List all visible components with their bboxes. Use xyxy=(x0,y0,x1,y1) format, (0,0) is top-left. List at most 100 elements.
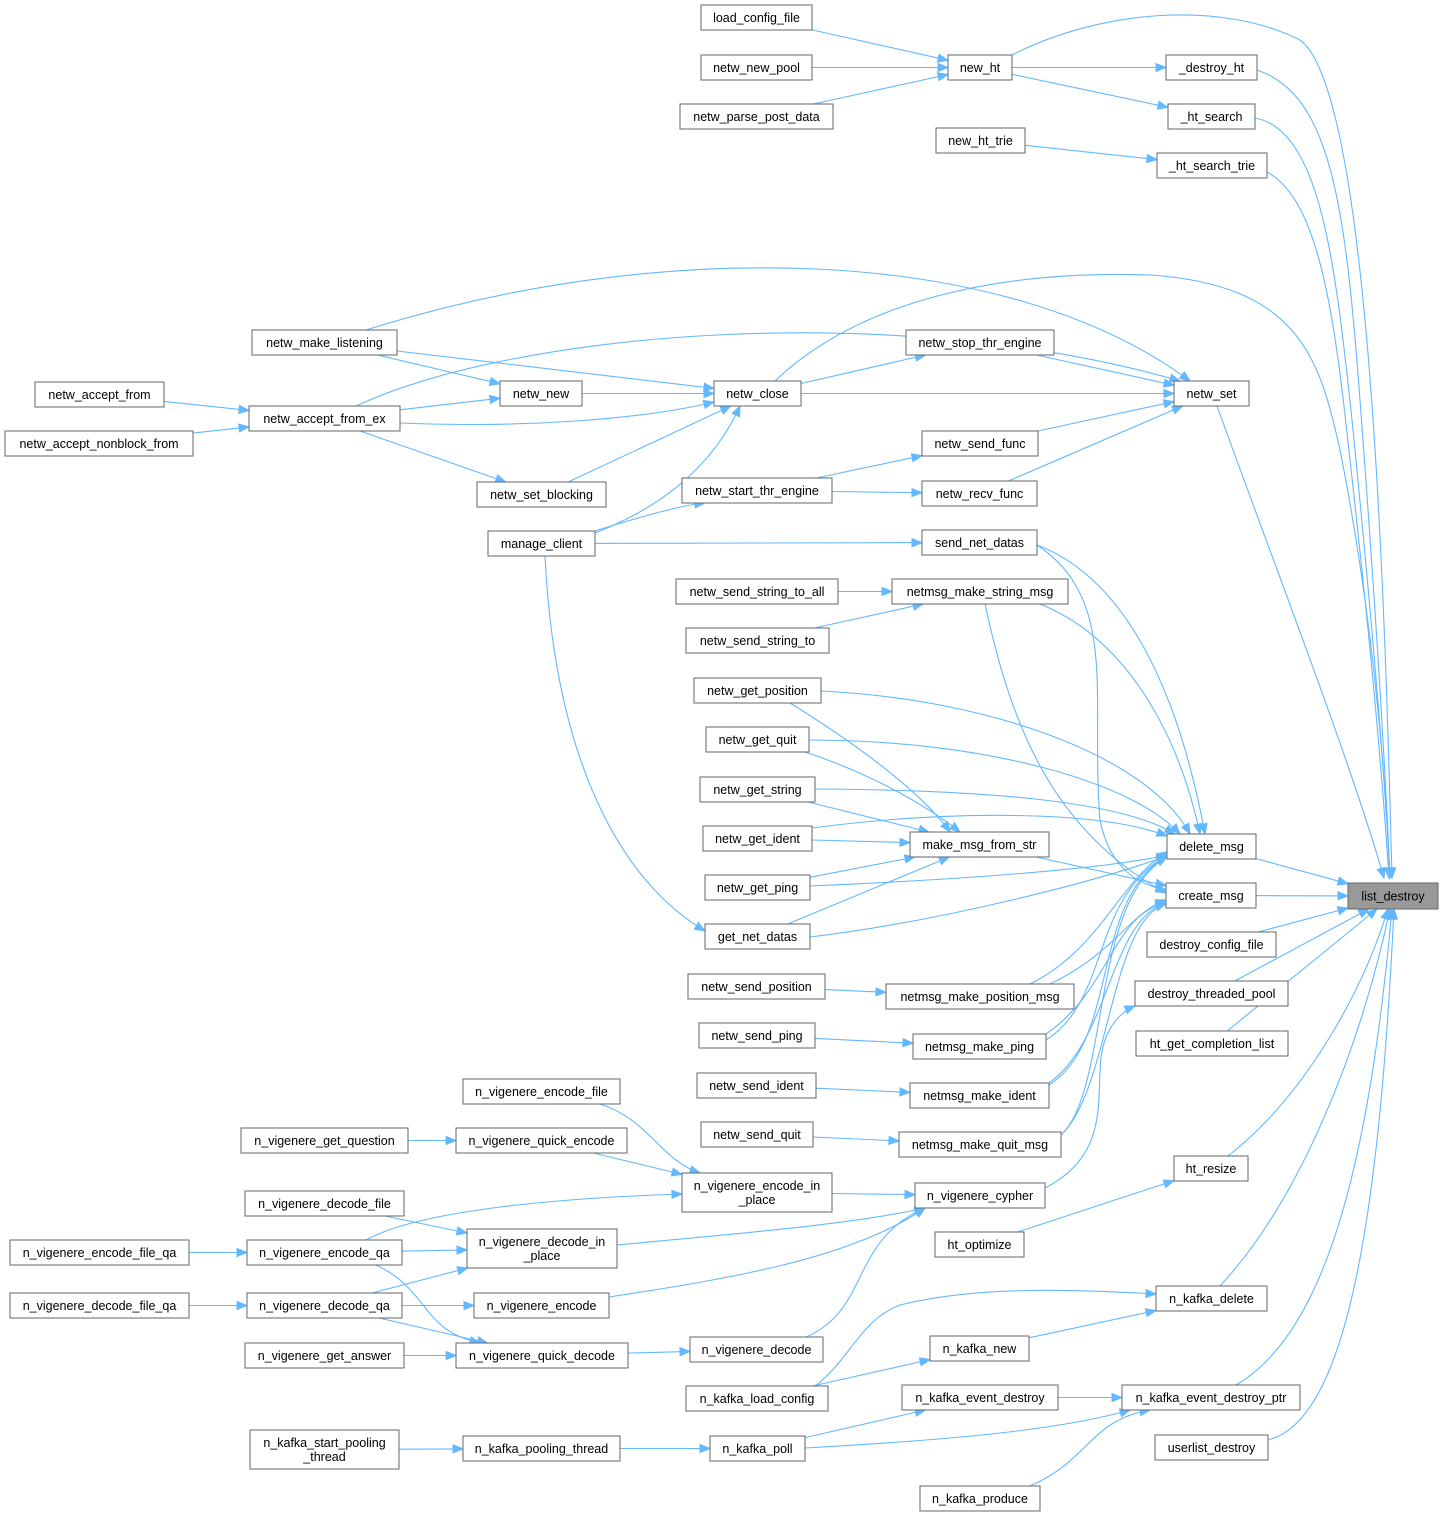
node-box[interactable] xyxy=(693,677,822,704)
node-n-vigenere-get-question[interactable]: n_vigenere_get_question xyxy=(240,1127,409,1154)
node-box[interactable] xyxy=(9,1239,190,1266)
node-netw-new-pool[interactable]: netw_new_pool xyxy=(700,54,813,81)
node-load-config-file[interactable]: load_config_file xyxy=(700,4,813,31)
node-ht-optimize[interactable]: ht_optimize xyxy=(934,1231,1025,1258)
node-get-net-datas[interactable]: get_net_datas xyxy=(704,923,811,950)
node-netw-send-quit[interactable]: netw_send_quit xyxy=(700,1121,814,1148)
node-box[interactable] xyxy=(1154,1434,1269,1461)
node-box[interactable] xyxy=(685,627,830,654)
node-box[interactable] xyxy=(709,1435,806,1462)
node-n-vigenere-decode[interactable]: n_vigenere_decode xyxy=(689,1336,824,1363)
node-box[interactable] xyxy=(681,1172,833,1213)
node-n-kafka-pooling-thread[interactable]: n_kafka_pooling_thread xyxy=(462,1435,621,1462)
node-box[interactable] xyxy=(713,380,802,407)
node-netw-set-blocking[interactable]: netw_set_blocking xyxy=(476,481,607,508)
node-netw-start-thr-engine[interactable]: netw_start_thr_engine xyxy=(681,477,833,504)
node-box[interactable] xyxy=(1167,103,1256,130)
node-send-net-datas[interactable]: send_net_datas xyxy=(921,529,1038,556)
node-box[interactable] xyxy=(699,776,816,803)
node-ht-get-completion-list[interactable]: ht_get_completion_list xyxy=(1135,1030,1289,1057)
node-box[interactable] xyxy=(1347,882,1439,910)
node-box[interactable] xyxy=(246,1292,403,1319)
node-box[interactable] xyxy=(891,578,1069,605)
node-box[interactable] xyxy=(921,529,1038,556)
node-box[interactable] xyxy=(251,329,398,356)
node-n-vigenere-get-answer[interactable]: n_vigenere_get_answer xyxy=(244,1342,405,1369)
node-netw-send-func[interactable]: netw_send_func xyxy=(921,430,1039,457)
node-netw-new[interactable]: netw_new xyxy=(499,380,583,407)
node-manage-client[interactable]: manage_client xyxy=(487,530,596,557)
node--destroy-ht[interactable]: _destroy_ht xyxy=(1165,54,1258,81)
node-box[interactable] xyxy=(244,1190,405,1217)
node-new-ht-trie[interactable]: new_ht_trie xyxy=(935,127,1026,154)
node-netmsg-make-string-msg[interactable]: netmsg_make_string_msg xyxy=(891,578,1069,605)
node-box[interactable] xyxy=(705,726,810,753)
node-box[interactable] xyxy=(487,530,596,557)
node-netw-parse-post-data[interactable]: netw_parse_post_data xyxy=(679,103,834,130)
node-destroy-config-file[interactable]: destroy_config_file xyxy=(1146,931,1277,958)
node-n-vigenere-encode-file-qa[interactable]: n_vigenere_encode_file_qa xyxy=(9,1239,190,1266)
node-box[interactable] xyxy=(898,1131,1062,1158)
node-box[interactable] xyxy=(466,1228,618,1269)
node-destroy-threaded-pool[interactable]: destroy_threaded_pool xyxy=(1134,980,1289,1007)
node-box[interactable] xyxy=(1165,54,1258,81)
node-netw-accept-from[interactable]: netw_accept_from xyxy=(34,381,165,408)
node-box[interactable] xyxy=(700,1121,814,1148)
node-netw-make-listening[interactable]: netw_make_listening xyxy=(251,329,398,356)
node-create-msg[interactable]: create_msg xyxy=(1165,882,1257,909)
node-netw-accept-from-ex[interactable]: netw_accept_from_ex xyxy=(248,405,401,432)
node-box[interactable] xyxy=(909,831,1050,858)
node-netw-close[interactable]: netw_close xyxy=(713,380,802,407)
node-box[interactable] xyxy=(679,103,834,130)
node-box[interactable] xyxy=(1173,380,1250,407)
node-n-vigenere-decode-qa[interactable]: n_vigenere_decode_qa xyxy=(246,1292,403,1319)
node-netw-send-string-to[interactable]: netw_send_string_to xyxy=(685,627,830,654)
node-n-kafka-event-destroy-ptr[interactable]: n_kafka_event_destroy_ptr xyxy=(1121,1384,1301,1411)
node-netw-accept-nonblock-from[interactable]: netw_accept_nonblock_from xyxy=(4,430,194,457)
node--ht-search-trie[interactable]: _ht_search_trie xyxy=(1156,152,1268,179)
node-box[interactable] xyxy=(248,405,401,432)
node-box[interactable] xyxy=(929,1335,1030,1362)
node-box[interactable] xyxy=(1146,931,1277,958)
node-n-kafka-load-config[interactable]: n_kafka_load_config xyxy=(685,1385,829,1412)
node-box[interactable] xyxy=(1155,1285,1268,1312)
node-box[interactable] xyxy=(9,1292,190,1319)
node-box[interactable] xyxy=(689,1336,824,1363)
node-netmsg-make-ident[interactable]: netmsg_make_ident xyxy=(909,1082,1050,1109)
node-box[interactable] xyxy=(681,477,833,504)
node-netmsg-make-position-msg[interactable]: netmsg_make_position_msg xyxy=(885,983,1075,1010)
node-box[interactable] xyxy=(934,1231,1025,1258)
node-box[interactable] xyxy=(947,54,1013,81)
node-netw-get-ping[interactable]: netw_get_ping xyxy=(704,874,811,901)
node-box[interactable] xyxy=(1135,1030,1289,1057)
node-box[interactable] xyxy=(914,1182,1046,1209)
node-box[interactable] xyxy=(455,1342,629,1369)
node-box[interactable] xyxy=(675,578,839,605)
node-box[interactable] xyxy=(1134,980,1289,1007)
node-ht-resize[interactable]: ht_resize xyxy=(1173,1155,1249,1182)
node-netw-get-string[interactable]: netw_get_string xyxy=(699,776,816,803)
node-n-vigenere-cypher[interactable]: n_vigenere_cypher xyxy=(914,1182,1046,1209)
node-box[interactable] xyxy=(246,1239,403,1266)
node-n-vigenere-quick-encode[interactable]: n_vigenere_quick_encode xyxy=(455,1127,628,1154)
node-box[interactable] xyxy=(901,1384,1059,1411)
node-box[interactable] xyxy=(455,1127,628,1154)
node-list-destroy[interactable]: list_destroy xyxy=(1347,882,1439,910)
node-netmsg-make-ping[interactable]: netmsg_make_ping xyxy=(912,1033,1047,1060)
node-box[interactable] xyxy=(1173,1155,1249,1182)
node-box[interactable] xyxy=(244,1342,405,1369)
node-box[interactable] xyxy=(921,430,1039,457)
node-box[interactable] xyxy=(685,1385,829,1412)
node-box[interactable] xyxy=(473,1292,610,1319)
node-netmsg-make-quit-msg[interactable]: netmsg_make_quit_msg xyxy=(898,1131,1062,1158)
node-box[interactable] xyxy=(462,1435,621,1462)
node-n-vigenere-quick-decode[interactable]: n_vigenere_quick_decode xyxy=(455,1342,629,1369)
node-box[interactable] xyxy=(885,983,1075,1010)
node-n-kafka-poll[interactable]: n_kafka_poll xyxy=(709,1435,806,1462)
node-netw-get-quit[interactable]: netw_get_quit xyxy=(705,726,810,753)
node-netw-get-position[interactable]: netw_get_position xyxy=(693,677,822,704)
node-n-vigenere-encode-file[interactable]: n_vigenere_encode_file xyxy=(462,1078,621,1105)
node-box[interactable] xyxy=(1156,152,1268,179)
node-box[interactable] xyxy=(462,1078,621,1105)
node-netw-recv-func[interactable]: netw_recv_func xyxy=(921,480,1038,507)
